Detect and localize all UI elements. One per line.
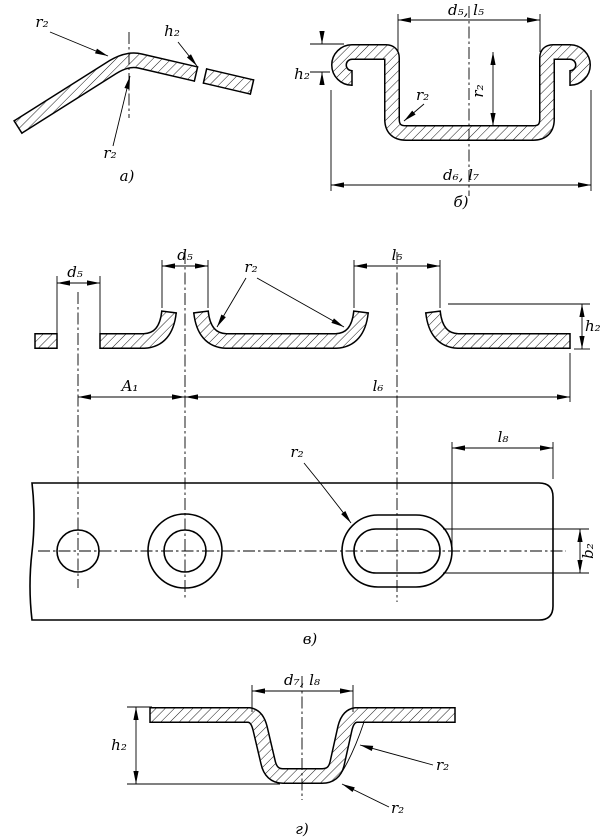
slot-outer-obround: [341, 514, 453, 588]
label-h2: h₂: [111, 736, 127, 754]
leader-line: [341, 783, 390, 808]
figure-v-plan: r₂ l₈ b₂ в): [29, 428, 597, 648]
cut-edge: [13, 119, 23, 135]
label-r2: r₂: [416, 86, 429, 104]
cut-edge: [193, 66, 199, 82]
label-r2: r₂: [436, 756, 449, 774]
sheet-hatching: [433, 312, 570, 341]
fig-g-dim-d7-l8: d₇, l₈: [251, 671, 354, 712]
label-r2: r₂: [290, 443, 303, 461]
label-r2: r₂: [103, 144, 116, 162]
sheet-hatching: [100, 312, 169, 341]
label-d5-l5: d₅, l₅: [448, 1, 484, 19]
slot-inner-obround: [353, 528, 441, 574]
fig-a-dim-r2-inner: r₂: [103, 75, 131, 162]
label-d5: d₅: [67, 263, 83, 281]
label-l8: l₈: [498, 428, 509, 446]
fig-v-caption: в): [303, 630, 318, 648]
plain-hole: [56, 529, 100, 573]
plate-outline: [29, 482, 554, 621]
strip-hatching: [18, 60, 196, 127]
label-l5: l₅: [392, 246, 403, 264]
figure-g: d₇, l₈ h₂ r₂ r₂ г): [111, 671, 455, 837]
fig-b-caption: б): [453, 193, 468, 211]
figure-a: r₂ r₂ h₂ а): [14, 13, 254, 185]
fig-v-dim-b2: b₂: [443, 528, 597, 574]
fig-v-dim-l6: l₆: [185, 353, 571, 402]
leader-line: [303, 462, 352, 524]
label-h2: h₂: [294, 65, 310, 83]
fig-b-dim-d5-l5: d₅, l₅: [397, 1, 541, 52]
label-d5: d₅: [177, 246, 193, 264]
label-d6-l7: d₆, l₇: [443, 166, 479, 184]
label-b2: b₂: [579, 543, 597, 559]
cut-edge: [249, 79, 255, 95]
far-edge-profile-line: [341, 721, 365, 773]
label-r2: r₂: [244, 258, 257, 276]
label-d7-l8: d₇, l₈: [284, 671, 320, 689]
fig-a-bent-strip: [14, 60, 254, 134]
dimple-hatching: [150, 715, 455, 776]
leader-line: [112, 75, 131, 147]
fig-b-dim-r2-depth: r₂: [469, 52, 496, 126]
label-l6: l₆: [373, 377, 384, 395]
fig-v-dim-h2: h₂: [448, 303, 601, 350]
fig-v-dim-A1: A₁: [78, 377, 185, 400]
sheet-hatching: [201, 312, 361, 341]
channel-hatching: [339, 52, 583, 133]
fig-a-caption: а): [120, 167, 135, 185]
boss-top-edge: [352, 310, 370, 314]
leader-line: [216, 277, 247, 328]
fig-g-caption: г): [295, 820, 309, 837]
fig-g-dimple-section: [150, 707, 455, 776]
fig-v-dim-l5-boss: l₅: [353, 246, 441, 308]
leader-line: [256, 277, 345, 328]
fig-g-dim-h2: h₂: [111, 706, 280, 785]
leader-line: [359, 744, 434, 766]
fig-b-dim-r2-corner: r₂: [403, 86, 429, 122]
label-r2: r₂: [469, 84, 487, 97]
flanged-hole-outer: [147, 513, 223, 589]
fig-a-dim-r2-outer: r₂: [35, 13, 109, 57]
fig-b-dim-h2: h₂: [294, 31, 344, 85]
leader-line: [177, 41, 198, 67]
fig-v-sheet-section: [35, 311, 570, 349]
fig-g-dim-r2-bottom: r₂: [341, 783, 404, 817]
leader-line: [49, 31, 109, 57]
figure-b: d₅, l₅ h₂ r₂ r₂ d₆, l₇ б): [294, 1, 592, 211]
label-h2: h₂: [164, 22, 180, 40]
label-r2: r₂: [391, 799, 404, 817]
fig-b-channel-section: [339, 52, 583, 133]
label-A1: A₁: [120, 377, 139, 395]
boss-top-edge: [192, 310, 210, 314]
fig-v-dim-l8: l₈: [451, 428, 554, 548]
flanged-hole-inner: [163, 529, 207, 573]
label-h2: h₂: [585, 317, 601, 335]
label-r2: r₂: [35, 13, 48, 31]
cut-edge: [202, 68, 208, 84]
dimple-outline: [150, 715, 455, 776]
boss-top-edge: [160, 310, 178, 314]
leader-line: [403, 103, 425, 122]
fig-v-dim-d5-boss: d₅: [161, 246, 209, 308]
dimple-body: [150, 715, 455, 776]
fig-v-dim-r2-fillets: r₂: [216, 258, 345, 328]
fig-g-dim-r2-wall: r₂: [359, 744, 449, 774]
fig-a-dim-h2: h₂: [164, 22, 198, 67]
fig-v-dim-d5-hole: d₅: [56, 263, 101, 333]
fig-b-dim-d6-l7: d₆, l₇: [330, 90, 592, 191]
boss-top-edge: [424, 310, 442, 314]
figure-v-section: d₅ d₅ l₅ r₂ h₂ A₁: [35, 246, 601, 602]
fig-v-dim-r2-slot: r₂: [290, 443, 352, 524]
